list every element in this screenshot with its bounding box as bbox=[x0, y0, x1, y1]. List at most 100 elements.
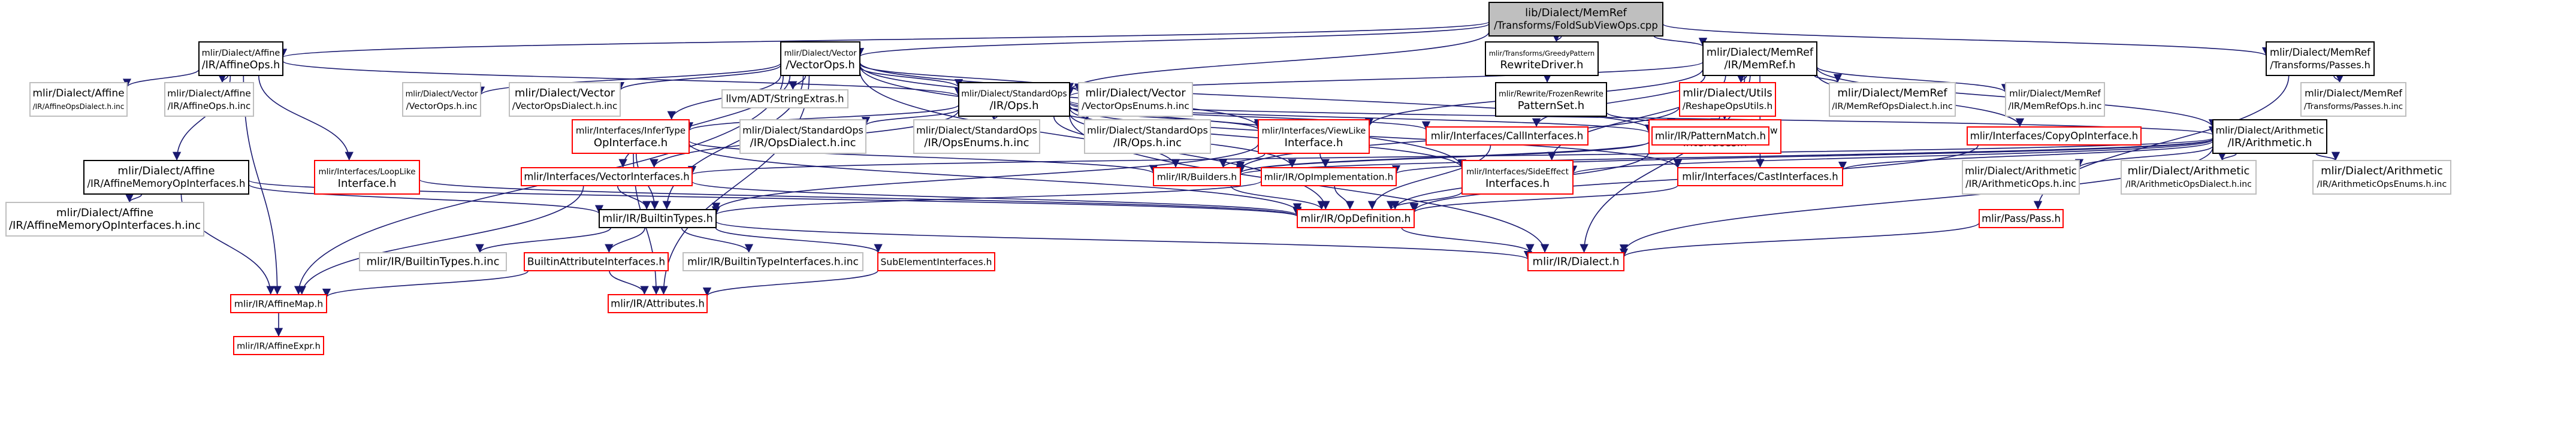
node-box bbox=[682, 252, 863, 271]
node-affine-map[interactable]: mlir/IR/AffineMap.h bbox=[230, 294, 327, 313]
node-builtin-types[interactable]: mlir/IR/BuiltinTypes.h bbox=[599, 209, 717, 228]
node-box bbox=[1488, 2, 1663, 37]
node-label: mlir/Interfaces/VectorInterfaces.h bbox=[524, 171, 689, 183]
node-label: /IR/ArithmeticOpsEnums.h.inc bbox=[2317, 180, 2447, 189]
dependency-edge bbox=[1737, 74, 1747, 83]
node-box bbox=[164, 82, 254, 117]
node-arith-dialect-inc: mlir/Dialect/Arithmetic/IR/ArithmeticOps… bbox=[2121, 160, 2257, 195]
node-label: mlir/Dialect/Affine bbox=[56, 207, 153, 219]
node-cast-interfaces[interactable]: mlir/Interfaces/CastInterfaces.h bbox=[1677, 167, 1843, 186]
node-box bbox=[2121, 160, 2257, 195]
dependency-edge bbox=[1334, 185, 1355, 210]
dependency-edge bbox=[322, 270, 529, 298]
node-attributes[interactable]: mlir/IR/Attributes.h bbox=[608, 294, 708, 313]
node-label: mlir/Transforms/GreedyPattern bbox=[1489, 49, 1594, 57]
node-label: mlir/Dialect/MemRef bbox=[1707, 47, 1814, 59]
dependency-edge bbox=[258, 75, 354, 161]
node-box bbox=[524, 252, 669, 271]
node-op-impl[interactable]: mlir/IR/OpImplementation.h bbox=[1261, 167, 1397, 186]
node-label: lib/Dialect/MemRef bbox=[1525, 7, 1627, 19]
node-reshape-utils[interactable]: mlir/Dialect/Utils/ReshapeOpsUtils.h bbox=[1679, 82, 1776, 117]
node-box bbox=[1979, 209, 2064, 228]
node-label: /IR/Ops.h.inc bbox=[1113, 137, 1182, 149]
dependency-edge bbox=[248, 183, 603, 214]
node-string-extras: llvm/ADT/StringExtras.h bbox=[721, 89, 848, 108]
node-label: /IR/AffineMemoryOpInterfaces.h bbox=[87, 178, 245, 189]
dependency-edge bbox=[691, 181, 1301, 216]
node-memref-passes[interactable]: mlir/Dialect/MemRef/Transforms/Passes.h bbox=[2266, 41, 2375, 76]
node-pass-h[interactable]: mlir/Pass/Pass.h bbox=[1979, 209, 2064, 228]
node-std-ops[interactable]: mlir/Dialect/StandardOps/IR/Ops.h bbox=[958, 82, 1070, 117]
node-box bbox=[521, 167, 693, 186]
node-subelement[interactable]: SubElementInterfaces.h bbox=[877, 252, 995, 271]
node-label: Interface.h bbox=[1285, 137, 1343, 149]
node-label: mlir/Interfaces/SideEffect bbox=[1466, 167, 1569, 177]
dependency-edge bbox=[861, 108, 959, 126]
node-box bbox=[1485, 41, 1599, 76]
node-builtin-attr-iface[interactable]: BuiltinAttributeInterfaces.h bbox=[524, 252, 669, 271]
node-affine-mem-inc: mlir/Dialect/Affine/IR/AffineMemoryOpInt… bbox=[5, 202, 204, 237]
node-affine-ops[interactable]: mlir/Dialect/Affine/IR/AffineOps.h bbox=[198, 41, 283, 76]
node-vector-ops[interactable]: mlir/Dialect/Vector/VectorOps.h bbox=[780, 41, 860, 76]
node-vector-interfaces[interactable]: mlir/Interfaces/VectorInterfaces.h bbox=[521, 167, 693, 186]
dependency-edge bbox=[659, 75, 810, 295]
node-label: mlir/Interfaces/CastInterfaces.h bbox=[1682, 171, 1838, 183]
node-box bbox=[1461, 160, 1574, 195]
node-dialect-h[interactable]: mlir/IR/Dialect.h bbox=[1527, 252, 1624, 271]
node-label: /IR/AffineOps.h.inc bbox=[168, 101, 251, 111]
node-label: mlir/Interfaces/InferType bbox=[576, 125, 685, 136]
node-copy-op[interactable]: mlir/Interfaces/CopyOpInterface.h bbox=[1967, 126, 2142, 146]
node-memref-ops-inc: mlir/Dialect/MemRef/IR/MemRefOps.h.inc bbox=[2005, 82, 2105, 117]
node-affine-mem[interactable]: mlir/Dialect/Affine/IR/AffineMemoryOpInt… bbox=[83, 160, 249, 195]
node-label: mlir/IR/Dialect.h bbox=[1533, 256, 1620, 268]
node-builtin-types-inc: mlir/IR/BuiltinTypes.h.inc bbox=[359, 252, 507, 271]
dependency-edge bbox=[688, 143, 1301, 213]
node-box bbox=[1426, 126, 1589, 146]
node-label: mlir/Pass/Pass.h bbox=[1982, 213, 2061, 225]
dependency-edge bbox=[1816, 66, 2010, 93]
dependency-edge bbox=[419, 178, 1301, 217]
node-box bbox=[2005, 82, 2105, 117]
node-box bbox=[739, 119, 866, 154]
node-box bbox=[1297, 209, 1415, 228]
dependency-edge bbox=[1653, 35, 1708, 47]
node-box bbox=[1261, 167, 1397, 186]
dependency-edge bbox=[712, 180, 1262, 216]
node-op-definition[interactable]: mlir/IR/OpDefinition.h bbox=[1297, 209, 1415, 228]
dependency-edge bbox=[2218, 152, 2237, 161]
node-label: mlir/IR/BuiltinTypes.h.inc bbox=[367, 256, 500, 268]
node-arith-h[interactable]: mlir/Dialect/Arithmetic/IR/Arithmetic.h bbox=[2212, 119, 2327, 154]
node-arith-enums-inc: mlir/Dialect/Arithmetic/IR/ArithmeticOps… bbox=[2312, 160, 2451, 195]
dependency-edge bbox=[715, 227, 883, 253]
node-box bbox=[5, 202, 204, 237]
node-label: mlir/Dialect/StandardOps bbox=[961, 89, 1067, 99]
node-memref-dialect-inc: mlir/Dialect/MemRef/IR/MemRefOpsDialect.… bbox=[1829, 82, 1956, 117]
node-vector-enums-inc: mlir/Dialect/Vector/VectorOpsEnums.h.inc bbox=[1078, 82, 1193, 117]
node-layer: lib/Dialect/MemRef/Transforms/FoldSubVie… bbox=[5, 2, 2451, 355]
dependency-edge bbox=[1838, 140, 2213, 171]
node-label: mlir/IR/BuiltinTypeInterfaces.h.inc bbox=[687, 256, 859, 268]
dependency-edge bbox=[712, 143, 1259, 212]
node-box bbox=[608, 294, 708, 313]
node-arith-ops-inc: mlir/Dialect/Arithmetic/IR/ArithmeticOps… bbox=[1962, 160, 2080, 195]
node-root[interactable]: lib/Dialect/MemRef/Transforms/FoldSubVie… bbox=[1488, 2, 1663, 37]
node-memref-h[interactable]: mlir/Dialect/MemRef/IR/MemRef.h bbox=[1702, 41, 1817, 76]
node-box bbox=[1967, 126, 2142, 146]
node-label: /Transforms/Passes.h bbox=[2270, 59, 2370, 71]
node-pattern-match[interactable]: mlir/IR/PatternMatch.h bbox=[1651, 126, 1769, 146]
node-affine-expr[interactable]: mlir/IR/AffineExpr.h bbox=[233, 336, 324, 355]
node-label: mlir/Dialect/Arithmetic bbox=[2128, 165, 2250, 177]
node-box bbox=[913, 119, 1040, 154]
node-builtin-type-iface-inc: mlir/IR/BuiltinTypeInterfaces.h.inc bbox=[682, 252, 863, 271]
dependency-edge bbox=[2074, 146, 2213, 168]
node-builders[interactable]: mlir/IR/Builders.h bbox=[1153, 167, 1241, 186]
node-label: mlir/Dialect/Affine bbox=[32, 87, 124, 99]
node-greedy[interactable]: mlir/Transforms/GreedyPatternRewriteDriv… bbox=[1485, 41, 1599, 76]
node-call-interfaces[interactable]: mlir/Interfaces/CallInterfaces.h bbox=[1426, 126, 1589, 146]
